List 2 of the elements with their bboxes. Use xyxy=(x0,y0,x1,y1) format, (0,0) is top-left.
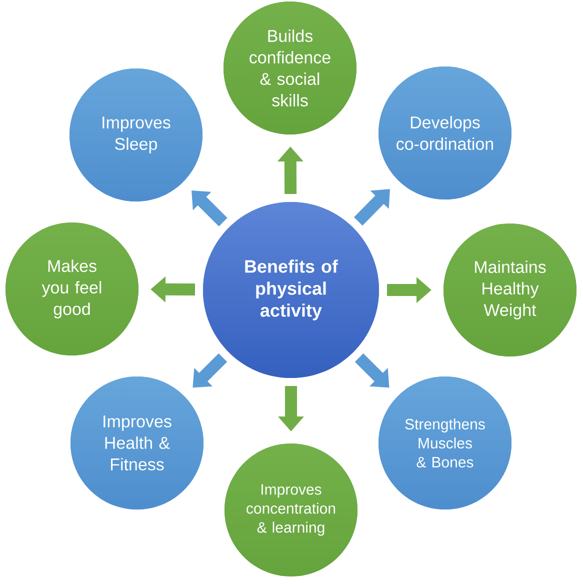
block-arrow xyxy=(354,189,390,226)
block-arrow xyxy=(192,190,228,226)
